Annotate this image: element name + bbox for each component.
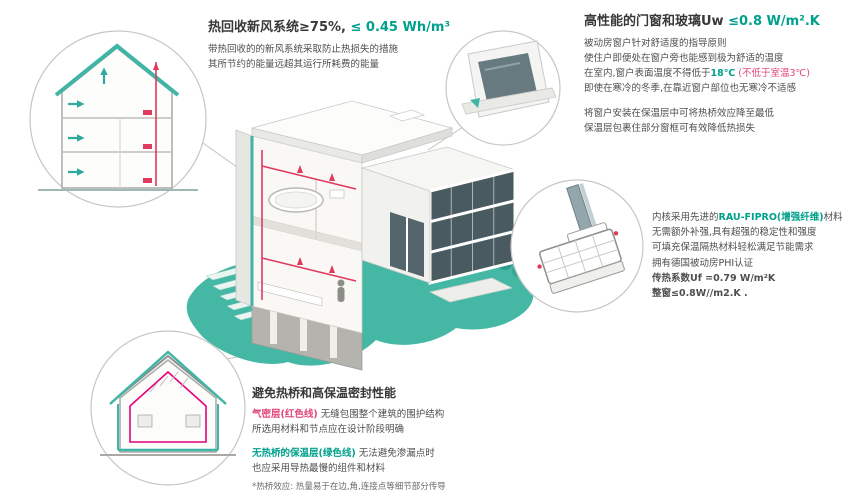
ventilation-title-value: ≤ 0.45 Wh/m³ xyxy=(350,20,451,35)
profile-line1-tail: 材料 xyxy=(823,212,843,223)
window-title-value: ≤0.8 W/m².K xyxy=(728,14,820,29)
thermal-line: 气密层(红色线) 无缝包围整个建筑的围护结构 xyxy=(252,407,502,422)
cutaway-interior xyxy=(250,135,363,334)
ventilation-line: 其所节约的能量远超其运行所耗费的能量 xyxy=(208,59,380,71)
duct-lines xyxy=(261,150,357,300)
isometric-house xyxy=(235,100,517,334)
profile-uf-value: 传热系数Uf =0.79 W/m²K xyxy=(652,272,776,284)
thermal-line: 无热桥的保温层(绿色线) 无法避免渗漏点时 xyxy=(252,446,502,461)
spacer xyxy=(584,97,860,106)
thermal-line: 所选用材料和节点应在设计阶段明确 xyxy=(252,423,405,435)
profile-line1-text: 内核采用先进的 xyxy=(652,212,719,223)
ventilation-title: 热回收新风系统≥75%, ≤ 0.45 Wh/m³ xyxy=(208,20,470,37)
window-line3-temp: 18℃ xyxy=(710,68,736,80)
profile-text-block: 内核采用先进的RAU-FIPRO(增强纤维)材料 无需额外补强,具有超强的稳定性… xyxy=(652,210,862,301)
profile-material-name: RAU-FIPRO(增强纤维) xyxy=(718,212,824,223)
ventilation-section-detail xyxy=(38,43,198,191)
window-line: 保温层包裹住部分窗框可有效降低热损失 xyxy=(584,122,756,134)
ventilation-text-block: 热回收新风系统≥75%, ≤ 0.45 Wh/m³ 带热回收的的新风系统采取防止… xyxy=(208,20,470,72)
window-title-text: 高性能的门窗和玻璃Uw xyxy=(584,14,729,29)
window-line: 将窗户安装在保温层中可将热桥效应降至最低 xyxy=(584,107,775,119)
person-figure xyxy=(337,279,345,302)
profile-line: 拥有德国被动房PHI认证 xyxy=(652,257,754,269)
window-line: 被动房窗户针对舒适度的指导原则 xyxy=(584,37,727,49)
profile-uw-value: 整窗≤0.8W//m2.K . xyxy=(652,287,748,299)
skylight xyxy=(388,109,426,122)
ventilation-line: 带热回收的的新风系统采取防止热损失的措施 xyxy=(208,43,399,55)
kitchen-counter xyxy=(257,281,323,307)
window-line3-note: (不低于室温3℃) xyxy=(735,68,810,80)
thermal-title: 避免热桥和高保温密封性能 xyxy=(252,386,397,400)
window-title: 高性能的门窗和玻璃Uw ≤0.8 W/m².K xyxy=(584,14,860,31)
washbasin xyxy=(329,189,345,199)
thermal-text-block: 避免热桥和高保温密封性能 气密层(红色线) 无缝包围整个建筑的围护结构 所选用材… xyxy=(252,386,502,492)
insulation-layer-label: 无热桥的保温层(绿色线) xyxy=(252,447,356,459)
window-line: 即使在寒冷的冬季,在靠近窗户部位也无寒冷不适感 xyxy=(584,83,797,95)
thermal-envelope-detail xyxy=(100,350,236,456)
spacer xyxy=(252,437,502,446)
terrace xyxy=(428,277,514,303)
glass-wing xyxy=(360,146,517,285)
thermal-line1-text: 无缝包围整个建筑的围护结构 xyxy=(317,408,445,420)
window-corner-detail xyxy=(461,40,557,118)
thermal-line3-text: 无法避免渗漏点时 xyxy=(355,447,435,459)
thermal-line: 也应采用导热最慢的组件和材料 xyxy=(252,463,386,475)
profile-line: 无需额外补强,具有超强的稳定性和强度 xyxy=(652,227,817,239)
window-profile-detail xyxy=(537,183,625,294)
profile-line: 内核采用先进的RAU-FIPRO(增强纤维)材料 xyxy=(652,210,862,225)
profile-line: 可填充保温隔热材料轻松满足节能需求 xyxy=(652,242,814,254)
window-line: 使住户即便处在窗户旁也能感到极为舒适的温度 xyxy=(584,53,784,65)
window-line: 在室内,窗户表面温度不得低于18℃ (不低于室温3℃) xyxy=(584,66,860,81)
airtight-layer-label: 气密层(红色线) xyxy=(252,408,318,420)
thermal-footnote: *热桥效应: 热量易于在边,角,连接点等细节部分传导 xyxy=(252,482,446,492)
window-line3-text: 在室内,窗户表面温度不得低于 xyxy=(584,68,711,80)
window-text-block: 高性能的门窗和玻璃Uw ≤0.8 W/m².K 被动房窗户针对舒适度的指导原则 … xyxy=(584,14,860,136)
duct-arrows xyxy=(297,165,335,273)
ventilation-title-text: 热回收新风系统≥75%, xyxy=(208,20,351,35)
